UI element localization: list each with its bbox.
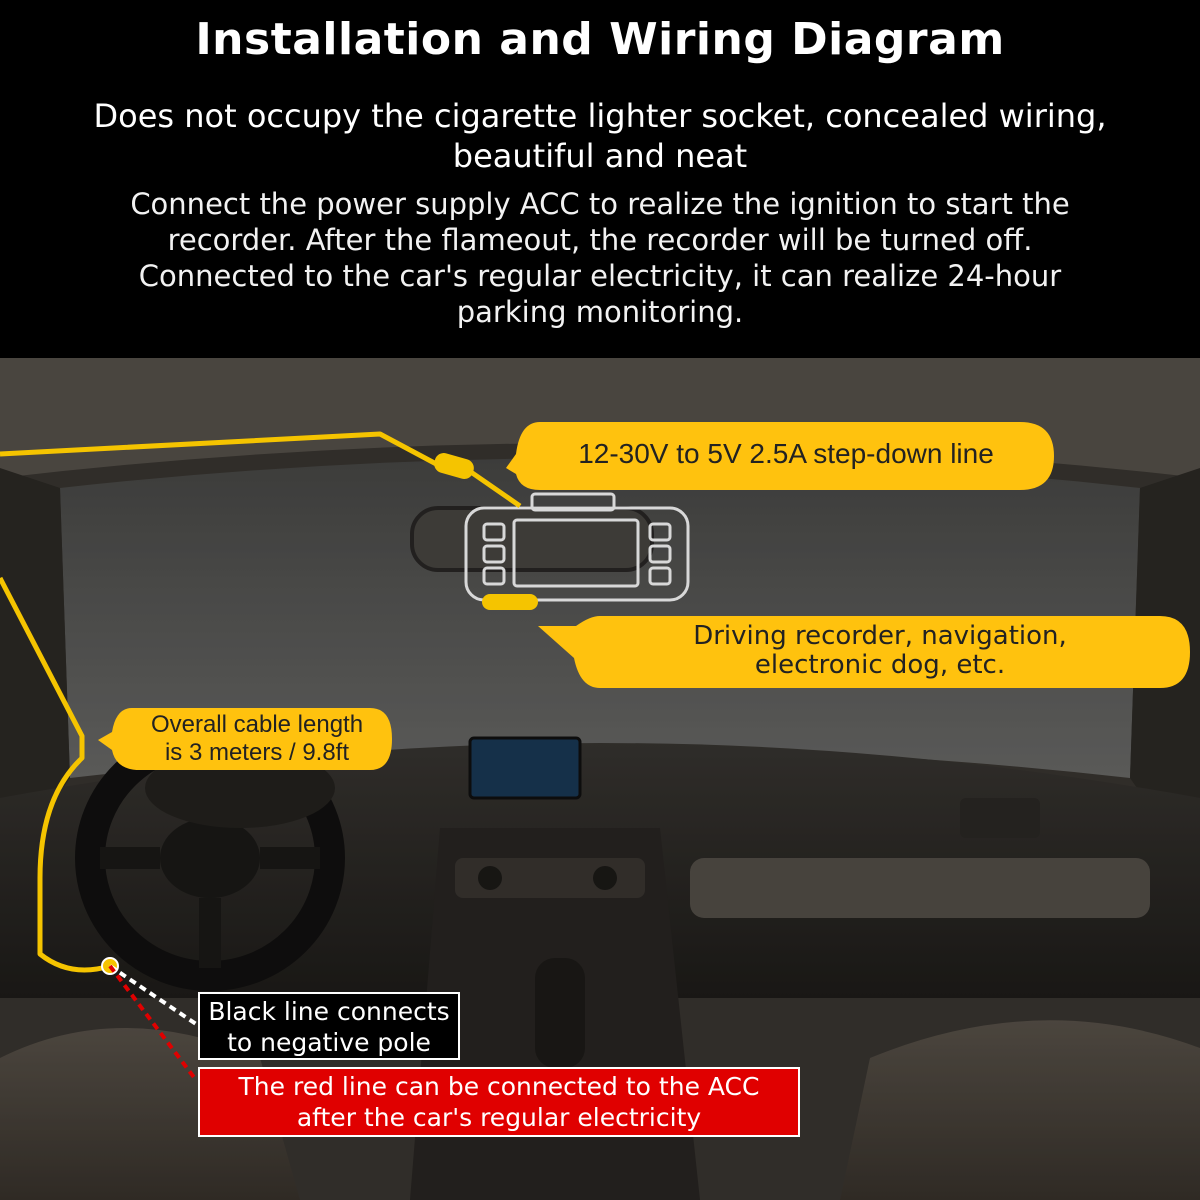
red-line-note-line-2: after the car's regular electricity — [296, 1103, 702, 1132]
page-description: Connect the power supply ACC to realize … — [130, 187, 1070, 329]
climate-panel — [455, 858, 645, 898]
cable-length-label: Overall cable length is 3 meters / 9.8ft — [112, 711, 402, 767]
dashcam-connector — [482, 594, 538, 610]
glovebox — [690, 858, 1150, 918]
cable-length-line-1: Overall cable length — [150, 711, 364, 738]
red-line-note-line-1: The red line can be connected to the ACC — [238, 1072, 760, 1101]
callout-device — [538, 616, 1190, 688]
cable-length-line-2: is 3 meters / 9.8ft — [164, 739, 350, 766]
black-line-note-line-1: Black line connects — [208, 997, 450, 1026]
page-subtitle: Does not occupy the cigarette lighter so… — [93, 97, 1107, 175]
black-line-note-line-2: to negative pole — [227, 1028, 431, 1057]
callout-cable-length — [98, 708, 392, 770]
passenger-seat — [840, 1020, 1200, 1200]
black-negative-wire — [108, 964, 198, 1026]
red-line-note: The red line can be connected to the ACC… — [198, 1067, 800, 1137]
device-label-line-1: Driving recorder, navigation, — [693, 621, 1067, 651]
page-title: Installation and Wiring Diagram — [195, 14, 1005, 65]
navigation-screen — [468, 736, 582, 800]
gear-lever — [535, 958, 585, 1068]
step-down-label: 12-30V to 5V 2.5A step-down line — [578, 438, 994, 469]
step-down-converter — [434, 453, 474, 479]
device-label: Driving recorder, navigation, electronic… — [560, 622, 1200, 680]
dashcam-device — [464, 492, 690, 602]
black-line-note: Black line connects to negative pole — [198, 992, 460, 1060]
left-pillar — [0, 468, 70, 878]
callout-step-down — [506, 422, 1054, 490]
device-label-line-2: electronic dog, etc. — [754, 650, 1006, 680]
car-interior-scene: 12-30V to 5V 2.5A step-down line Driving… — [0, 358, 1200, 1200]
header-banner: Installation and Wiring Diagram Does not… — [0, 0, 1200, 358]
